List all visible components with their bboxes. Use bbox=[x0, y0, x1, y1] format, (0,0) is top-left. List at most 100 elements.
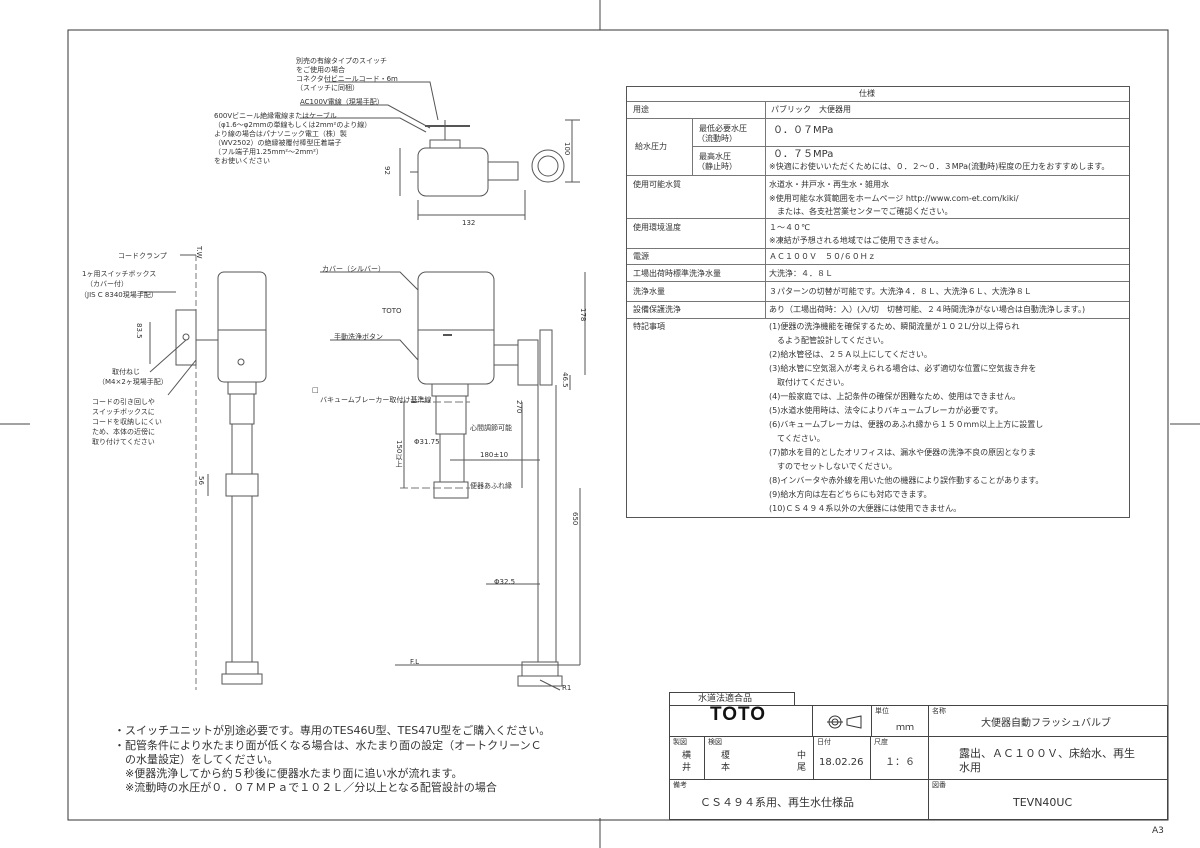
bottom-note-4: ※便器洗浄してから約５秒後に便器水たまり面に追い水が流れます。 bbox=[114, 767, 463, 780]
dim-180: 180±10 bbox=[480, 451, 509, 459]
spec-row-max-pressure-sub: （静止時） bbox=[697, 162, 737, 171]
spec-row-min-pressure-label: 最低必要水圧 bbox=[699, 124, 747, 133]
switch-note-3: コネクタ付ビニールコード・6m bbox=[296, 75, 398, 83]
cert-label: 水道法適合品 bbox=[698, 694, 753, 704]
spec-row-use-value: パブリック 大便器用 bbox=[771, 105, 851, 114]
approved-name-1: 中 bbox=[797, 751, 807, 761]
dim-270: 270 bbox=[515, 400, 523, 414]
switch-box-label-1: 1ヶ用スイッチボックス bbox=[82, 270, 157, 278]
checked-label: 検図 bbox=[708, 738, 722, 746]
spec-row-temp-value: １～４０℃ bbox=[769, 223, 810, 232]
side-view bbox=[140, 254, 267, 690]
spec-note-5: 取付けてください。 bbox=[769, 378, 849, 387]
diameter-32-label: Φ32.5 bbox=[494, 578, 516, 586]
manual-button-label: 手動洗浄ボタン bbox=[334, 333, 383, 341]
dim-178: 178 bbox=[579, 308, 587, 322]
spec-row-flush-label: 洗浄水量 bbox=[633, 287, 665, 296]
spec-row-power-label: 電源 bbox=[633, 252, 649, 261]
desc-line-2: 水用 bbox=[959, 761, 981, 774]
top-view bbox=[300, 81, 580, 220]
remarks-box: 備考 ＣＳ４９４系用、再生水仕様品 bbox=[669, 779, 929, 820]
spec-row-water-note: ※使用可能な水質範囲をホームページ http://www.com-et.com/… bbox=[769, 194, 1019, 203]
checked-name-1: 榎 bbox=[721, 751, 731, 761]
cable-note-6: をお使いください bbox=[214, 157, 270, 165]
code-note-1: コードの引き回しや bbox=[92, 398, 155, 406]
desc-line-1: 露出、ＡＣ１００Ｖ、床給水、再生 bbox=[959, 747, 1135, 760]
dim-100: 100 bbox=[563, 142, 571, 156]
dim-83-5: 83.5 bbox=[135, 323, 143, 339]
spec-row-max-pressure-label: 最高水圧 bbox=[699, 152, 731, 161]
date-label: 日付 bbox=[817, 738, 831, 746]
spec-row-protect-label: 設備保護洗浄 bbox=[633, 305, 681, 314]
spec-row-temp-note: ※凍結が予想される地域ではご使用できません。 bbox=[769, 236, 944, 245]
bottom-note-5: ※流動時の水圧が０．０７ＭＰａで１０２Ｌ／分以上となる配管設計の場合 bbox=[114, 781, 497, 794]
approved-name-2: 尾 bbox=[797, 763, 807, 773]
cable-note-1: 600Vビニール絶縁電線またはケーブル bbox=[214, 112, 337, 120]
desc-box: 露出、ＡＣ１００Ｖ、床給水、再生 水用 bbox=[928, 736, 1168, 780]
drawing-border bbox=[67, 29, 1169, 821]
sheet-size-label: A3 bbox=[1152, 826, 1164, 836]
switch-box-label-3: （JIS C 8340現場手配） bbox=[80, 291, 158, 299]
spec-note-10: (7)節水を目的としたオリフィスは、漏水や便器の洗浄不良の原因となりま bbox=[769, 448, 1036, 457]
date-value: 18.02.26 bbox=[819, 757, 864, 768]
spec-title: 仕様 bbox=[859, 89, 875, 98]
spec-note-9: てください。 bbox=[769, 434, 825, 443]
spec-row-water-label: 使用可能水質 bbox=[633, 180, 681, 189]
spec-row-max-pressure-value: ０．７５MPa bbox=[773, 149, 834, 160]
spec-row-min-pressure-sub: （流動時） bbox=[697, 134, 737, 143]
code-note-3: コードを収納しにくい bbox=[92, 418, 162, 426]
drawn-name-2: 井 bbox=[682, 763, 692, 773]
spec-note-6: (4)一般家庭では、上記条件の確保が困難なため、使用はできません。 bbox=[769, 392, 1021, 401]
unit-label: 単位 bbox=[875, 707, 889, 715]
switch-note-4: （スイッチに同梱） bbox=[296, 84, 359, 92]
scale-box: 尺度 １：６ bbox=[870, 736, 929, 780]
spec-note-4: (3)給水管に空気混入が考えられる場合は、必ず適切な位置に空気抜き弁を bbox=[769, 364, 1037, 373]
spec-note-1: (1)便器の洗浄機能を確保するため、瞬間流量が１０２L/分以上得られ bbox=[769, 322, 1020, 331]
spec-note-12: (8)インバータや赤外線を用いた他の機器により誤作動することがあります。 bbox=[769, 476, 1044, 485]
spec-row-water-value: 水道水・井戸水・再生水・雑用水 bbox=[769, 180, 889, 189]
dim-56: 56 bbox=[197, 476, 205, 485]
screw-label-1: 取付ねじ bbox=[112, 368, 140, 376]
dim-46-5: 46.5 bbox=[561, 372, 569, 388]
remarks-value: ＣＳ４９４系用、再生水仕様品 bbox=[700, 796, 854, 809]
cover-label: カバー（シルバー） bbox=[322, 265, 385, 273]
spec-note-7: (5)水道水使用時は、法令によりバキュームブレーカが必要です。 bbox=[769, 406, 1003, 415]
vb-line-label: バキュームブレーカー取付け基準線 bbox=[320, 396, 432, 404]
overflow-label: 便器あふれ縁 bbox=[470, 482, 512, 490]
code-note-4: ため、本体の近傍に bbox=[92, 428, 155, 436]
drawn-name-1: 横 bbox=[682, 751, 692, 761]
spec-row-factory-value: 大洗浄：４．８Ｌ bbox=[769, 269, 833, 278]
spec-note-11: すのでセットしないでください。 bbox=[769, 462, 897, 471]
projection-box bbox=[812, 705, 872, 737]
name-box: 名称 大便器自動フラッシュバルブ bbox=[928, 705, 1168, 737]
scale-label: 尺度 bbox=[874, 738, 888, 746]
code-note-2: スイッチボックスに bbox=[92, 408, 155, 416]
screw-label-2: （M4×2ヶ現場手配） bbox=[98, 378, 168, 386]
projection-symbol-icon bbox=[827, 715, 862, 729]
checked-name-2: 本 bbox=[721, 763, 731, 773]
toto-label: TOTO bbox=[382, 307, 402, 315]
bottom-note-3: の水量設定）をしてください。 bbox=[114, 753, 279, 766]
spec-note-2: るよう配管設計してください。 bbox=[769, 336, 889, 345]
wall-label: T.W bbox=[195, 246, 203, 259]
dim-92: 92 bbox=[383, 166, 391, 175]
spec-note-13: (9)給水方向は左右どちらにも対応できます。 bbox=[769, 490, 932, 499]
spec-row-min-pressure-value: ０．０７MPa bbox=[773, 125, 834, 136]
cable-note-5: （フル端子用1.25mm²～2mm²） bbox=[214, 148, 323, 156]
dim-650: 650 bbox=[571, 512, 579, 526]
spec-row-water-note-2: または、各支社営業センターでご確認ください。 bbox=[769, 207, 953, 216]
center-adjust-label: 心間調節可能 bbox=[470, 424, 512, 432]
spec-row-use-label: 用途 bbox=[633, 105, 649, 114]
spec-row-power-value: ＡＣ１００Ｖ ５０/６０Ｈｚ bbox=[769, 252, 876, 261]
cable-note-2: （φ1.6～φ2mmの単線もしくは2mm²のより線） bbox=[214, 121, 372, 129]
radius-label: R1 bbox=[562, 684, 572, 692]
scale-value: １：６ bbox=[885, 757, 915, 768]
spec-note-3: (2)給水管径は、２５Ａ以上にしてください。 bbox=[769, 350, 932, 359]
spec-row-flush-value: ３パターンの切替が可能です。大洗浄４．８Ｌ、大洗浄６Ｌ、大洗浄８Ｌ bbox=[769, 287, 1032, 296]
floor-label: F.L bbox=[410, 658, 420, 666]
logo-box: TOTO bbox=[669, 705, 813, 737]
remarks-label: 備考 bbox=[673, 781, 687, 789]
spec-note-14: (10)ＣＳ４９４系以外の大便器には使用できません。 bbox=[769, 504, 962, 513]
spec-row-notes-label: 特記事項 bbox=[633, 322, 665, 331]
diameter-31-label: Φ31.75 bbox=[414, 438, 440, 446]
